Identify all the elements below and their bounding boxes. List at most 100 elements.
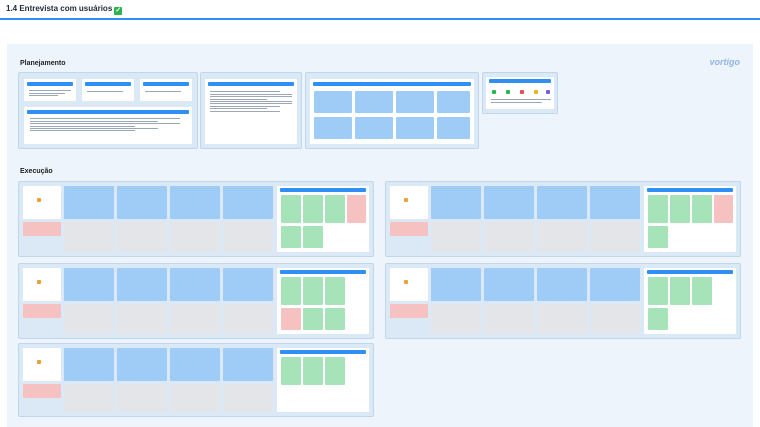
hypotheses-card[interactable] bbox=[24, 107, 192, 144]
answer-note[interactable] bbox=[537, 186, 587, 219]
question-note[interactable] bbox=[437, 91, 470, 113]
insight-note[interactable] bbox=[390, 304, 428, 318]
insight-note[interactable] bbox=[390, 222, 428, 236]
interview-panel[interactable] bbox=[385, 263, 741, 339]
finding-note[interactable] bbox=[281, 308, 301, 330]
participant-card[interactable] bbox=[23, 186, 61, 219]
answer-note[interactable] bbox=[64, 222, 114, 252]
finding-note[interactable] bbox=[303, 195, 323, 223]
planning-panel-objectives[interactable] bbox=[18, 72, 198, 149]
answer-note[interactable] bbox=[484, 186, 534, 219]
answer-note[interactable] bbox=[537, 304, 587, 334]
guidelines-card[interactable] bbox=[205, 79, 297, 144]
answer-note[interactable] bbox=[170, 348, 220, 381]
answer-note[interactable] bbox=[431, 304, 481, 334]
answer-note[interactable] bbox=[223, 186, 273, 219]
finding-note[interactable] bbox=[281, 226, 301, 248]
finding-note[interactable] bbox=[303, 226, 323, 248]
question-note[interactable] bbox=[314, 91, 352, 113]
answer-note[interactable] bbox=[223, 304, 273, 334]
planning-panel-questions[interactable] bbox=[305, 72, 479, 149]
finding-note[interactable] bbox=[670, 277, 690, 305]
answer-note[interactable] bbox=[590, 186, 640, 219]
answer-note[interactable] bbox=[117, 268, 167, 301]
question-note[interactable] bbox=[437, 117, 470, 139]
question-note[interactable] bbox=[396, 117, 434, 139]
interview-panel[interactable] bbox=[18, 263, 374, 339]
planning-panel-legend[interactable] bbox=[482, 72, 558, 114]
answer-note[interactable] bbox=[117, 304, 167, 334]
answer-note[interactable] bbox=[431, 222, 481, 252]
finding-note[interactable] bbox=[303, 308, 323, 330]
finding-note[interactable] bbox=[281, 195, 301, 223]
answer-note[interactable] bbox=[117, 384, 167, 412]
answer-note[interactable] bbox=[64, 304, 114, 334]
question-note[interactable] bbox=[396, 91, 434, 113]
answer-note[interactable] bbox=[590, 222, 640, 252]
interview-panel[interactable] bbox=[18, 181, 374, 257]
finding-note[interactable] bbox=[648, 277, 668, 305]
answer-note[interactable] bbox=[170, 304, 220, 334]
questions-card[interactable] bbox=[310, 79, 474, 144]
answer-note[interactable] bbox=[64, 186, 114, 219]
findings-card[interactable] bbox=[277, 186, 369, 252]
question-note[interactable] bbox=[314, 117, 352, 139]
finding-note[interactable] bbox=[648, 226, 668, 248]
finding-note[interactable] bbox=[281, 357, 301, 385]
finding-note[interactable] bbox=[281, 277, 301, 305]
answer-note[interactable] bbox=[431, 186, 481, 219]
insight-note[interactable] bbox=[23, 222, 61, 236]
finding-note[interactable] bbox=[325, 195, 345, 223]
answer-note[interactable] bbox=[431, 268, 481, 301]
finding-note[interactable] bbox=[303, 357, 323, 385]
answer-note[interactable] bbox=[64, 384, 114, 412]
findings-card[interactable] bbox=[644, 186, 736, 252]
finding-note[interactable] bbox=[303, 277, 323, 305]
answer-note[interactable] bbox=[170, 186, 220, 219]
answer-note[interactable] bbox=[117, 186, 167, 219]
finding-note[interactable] bbox=[325, 357, 345, 385]
answer-note[interactable] bbox=[537, 222, 587, 252]
planning-panel-guidelines[interactable] bbox=[200, 72, 302, 149]
finding-note[interactable] bbox=[325, 308, 345, 330]
finding-note[interactable] bbox=[714, 195, 733, 223]
answer-note[interactable] bbox=[484, 268, 534, 301]
answer-note[interactable] bbox=[64, 348, 114, 381]
finding-note[interactable] bbox=[692, 195, 712, 223]
finding-note[interactable] bbox=[325, 277, 345, 305]
answer-note[interactable] bbox=[170, 384, 220, 412]
interview-panel[interactable] bbox=[18, 343, 374, 417]
question-note[interactable] bbox=[355, 91, 393, 113]
answer-note[interactable] bbox=[223, 222, 273, 252]
finding-note[interactable] bbox=[648, 308, 668, 330]
participant-card[interactable] bbox=[390, 268, 428, 301]
answer-note[interactable] bbox=[64, 268, 114, 301]
objective-card[interactable] bbox=[140, 79, 192, 101]
answer-note[interactable] bbox=[170, 222, 220, 252]
answer-note[interactable] bbox=[223, 268, 273, 301]
answer-note[interactable] bbox=[590, 304, 640, 334]
answer-note[interactable] bbox=[484, 222, 534, 252]
finding-note[interactable] bbox=[347, 195, 366, 223]
answer-note[interactable] bbox=[484, 304, 534, 334]
findings-card[interactable] bbox=[644, 268, 736, 334]
answer-note[interactable] bbox=[170, 268, 220, 301]
finding-note[interactable] bbox=[692, 277, 712, 305]
interview-panel[interactable] bbox=[385, 181, 741, 257]
findings-card[interactable] bbox=[277, 268, 369, 334]
answer-note[interactable] bbox=[590, 268, 640, 301]
answer-note[interactable] bbox=[117, 222, 167, 252]
participant-card[interactable] bbox=[23, 348, 61, 381]
insight-note[interactable] bbox=[23, 304, 61, 318]
answer-note[interactable] bbox=[223, 348, 273, 381]
finding-note[interactable] bbox=[670, 195, 690, 223]
participant-card[interactable] bbox=[390, 186, 428, 219]
question-note[interactable] bbox=[355, 117, 393, 139]
answer-note[interactable] bbox=[537, 268, 587, 301]
answer-note[interactable] bbox=[223, 384, 273, 412]
objective-card[interactable] bbox=[24, 79, 76, 101]
finding-note[interactable] bbox=[648, 195, 668, 223]
insight-note[interactable] bbox=[23, 384, 61, 398]
findings-card[interactable] bbox=[277, 348, 369, 412]
objective-card[interactable] bbox=[82, 79, 134, 101]
